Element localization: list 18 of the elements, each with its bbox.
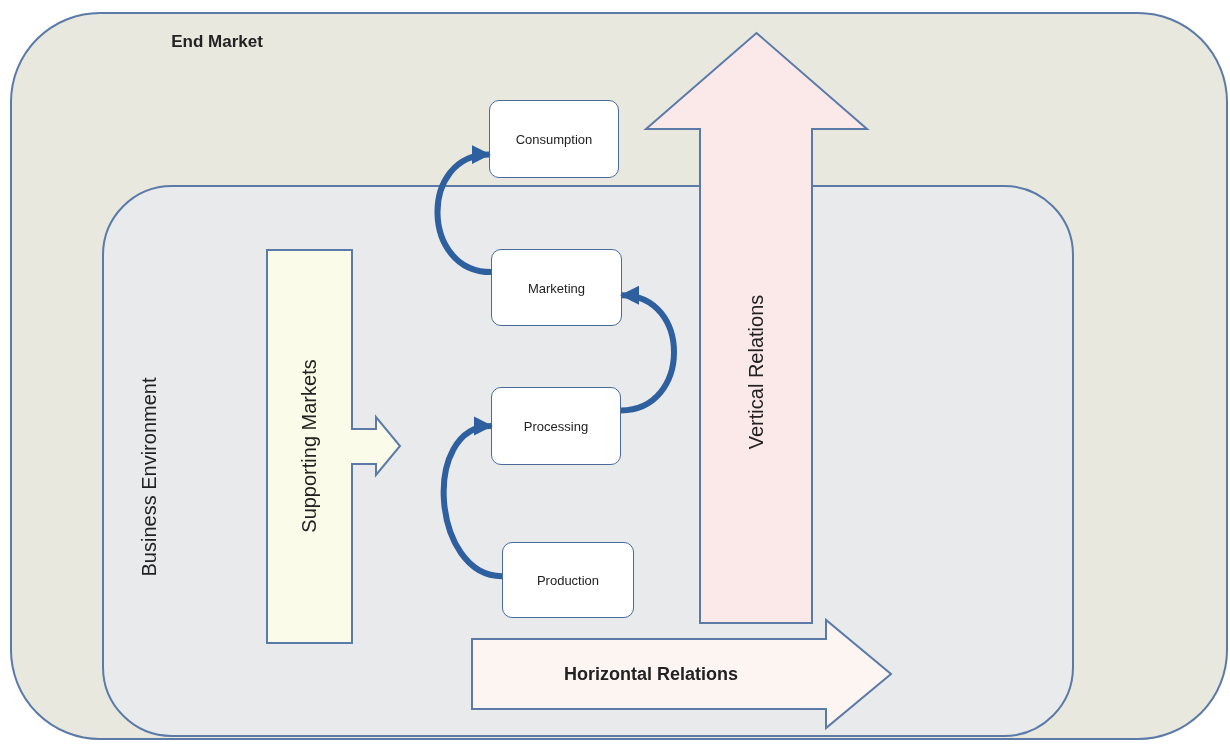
stage-label: Processing xyxy=(523,418,589,434)
curved-arrow xyxy=(441,419,503,580)
stage-label: Production xyxy=(536,572,600,588)
stage-label: Consumption xyxy=(515,131,593,147)
arrow-label: Vertical Relations xyxy=(744,294,768,450)
region-title: Business Environment xyxy=(137,377,161,577)
curved-arrow xyxy=(620,288,677,414)
region-title: End Market xyxy=(171,32,263,52)
stage-label: Marketing xyxy=(527,280,586,295)
stage-box xyxy=(489,100,619,178)
stage-box xyxy=(491,387,621,465)
region-panel xyxy=(102,185,1074,737)
curved-arrow xyxy=(434,147,492,276)
arrow-label: Horizontal Relations xyxy=(564,663,738,685)
stage-box xyxy=(502,542,634,618)
region-panel xyxy=(10,12,1228,740)
stage-box xyxy=(491,249,622,326)
arrow-label: Supporting Markets xyxy=(297,359,321,533)
